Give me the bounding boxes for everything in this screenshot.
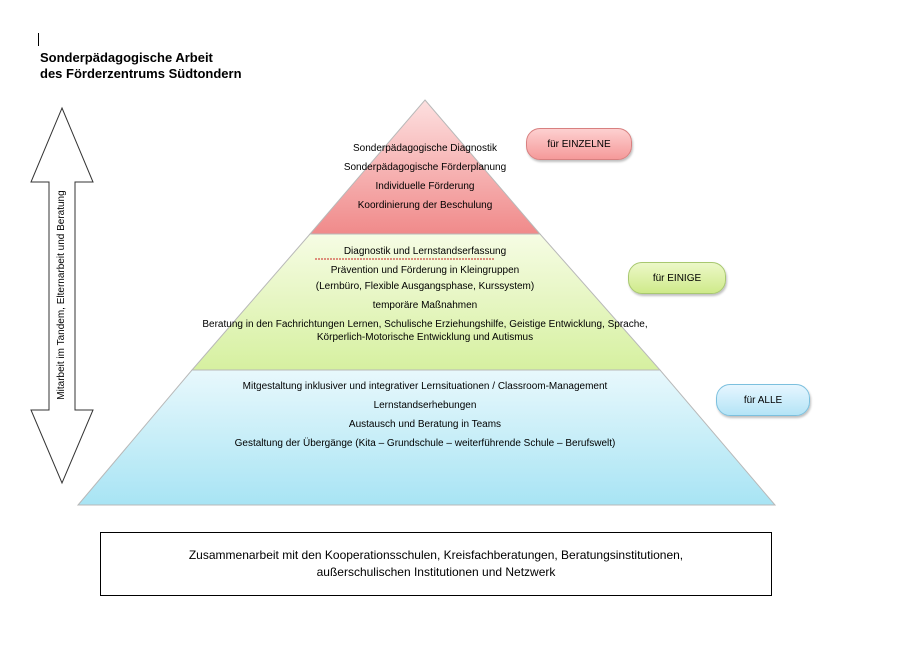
tier3-item: Gestaltung der Übergänge (Kita – Grundsc… [234,438,616,449]
tier2-item: Diagnostik und Lernstandserfassung [343,246,507,257]
footer-box: Zusammenarbeit mit den Kooperationsschul… [100,532,772,596]
tier2-item: Beratung in den Fachrichtungen Lernen, S… [202,319,648,343]
tier2-item: (Lernbüro, Flexible Ausgangsphase, Kurss… [315,281,535,292]
tier-top-text: Sonderpädagogische Diagnostik Sonderpäda… [315,142,535,218]
tier2-item: Prävention und Förderung in Kleingruppen [330,265,520,276]
label-einige: für EINIGE [628,262,726,294]
label-einzelne: für EINZELNE [526,128,632,160]
tier3-item: Mitgestaltung inklusiver und integrative… [242,381,608,392]
tier1-item: Sonderpädagogische Förderplanung [343,162,507,173]
arrow-label: Mitarbeit im Tandem, Elternarbeit und Be… [56,190,67,400]
pyramid-tier-bottom [76,369,777,506]
tier1-item: Sonderpädagogische Diagnostik [353,143,497,154]
tier1-item: Individuelle Förderung [375,181,475,192]
text-cursor [38,33,39,46]
label-alle: für ALLE [716,384,810,416]
tier-middle-text: Diagnostik und Lernstandserfassung Präve… [200,245,650,350]
tier3-item: Lernstandserhebungen [373,400,477,411]
page-title: Sonderpädagogische Arbeit des Förderzent… [40,50,242,82]
tier2-item: temporäre Maßnahmen [372,300,478,311]
title-line-1: Sonderpädagogische Arbeit [40,50,213,65]
footer-line-1: Zusammenarbeit mit den Kooperationsschul… [188,548,684,562]
title-line-2: des Förderzentrums Südtondern [40,66,242,81]
tier1-item: Koordinierung der Beschulung [357,200,493,211]
tier-bottom-text: Mitgestaltung inklusiver und integrative… [150,380,700,456]
double-arrow-icon [30,106,94,485]
tier3-item: Austausch und Beratung in Teams [348,419,502,430]
footer-line-2: außerschulischen Institutionen und Netzw… [316,565,556,579]
